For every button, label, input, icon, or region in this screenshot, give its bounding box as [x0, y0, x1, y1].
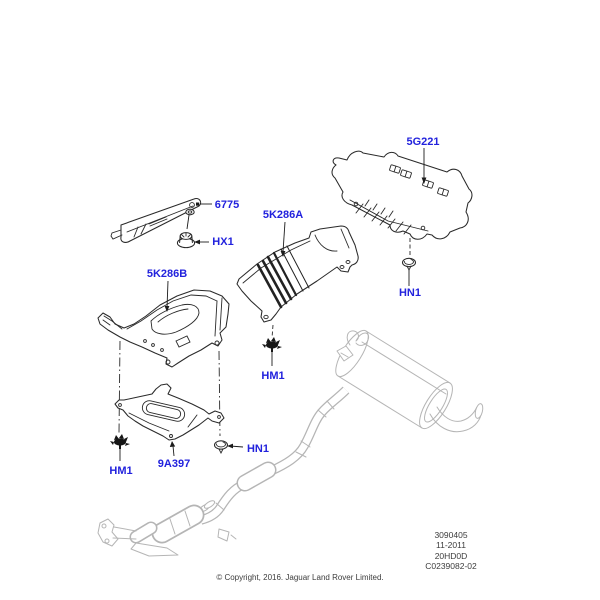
copyright-notice: © Copyright, 2016. Jaguar Land Rover Lim…	[216, 573, 384, 582]
fastener-hx1	[176, 232, 209, 249]
part-label-5k286b[interactable]: 5K286B	[146, 268, 188, 280]
part-label-9a397[interactable]: 9A397	[157, 458, 191, 470]
bracket-6775	[110, 198, 212, 243]
part-label-hm1-center[interactable]: HM1	[261, 370, 285, 382]
part-label-5g221[interactable]: 5G221	[406, 136, 440, 148]
heat-shield-9a397	[114, 383, 225, 457]
figure-date: 11-2011	[436, 540, 466, 551]
fastener-hn1-top	[401, 238, 417, 286]
heat-shield-5g221	[331, 150, 473, 240]
alignment-line-left	[118, 340, 121, 434]
part-label-5k286a[interactable]: 5K286A	[262, 209, 304, 221]
part-label-hm1-left[interactable]: HM1	[109, 465, 133, 477]
figure-info-block: 3090405 11-2011 20HD0D C0239082-02	[406, 530, 496, 572]
fastener-hm1-left	[110, 434, 130, 461]
heat-shield-5k286b	[97, 280, 230, 368]
figure-number: 3090405	[434, 530, 468, 540]
figure-model-code: 20HD0D	[434, 550, 468, 561]
fastener-hm1-center	[262, 324, 282, 366]
leader-5g221	[421, 148, 427, 184]
figure-drawing-ref: C0239082-02	[425, 561, 477, 572]
exhaust-system-reference	[97, 329, 484, 557]
part-label-hx1[interactable]: HX1	[212, 236, 234, 248]
heat-shield-5k286a	[236, 221, 359, 323]
fastener-hn1-bottom	[213, 440, 244, 455]
part-label-hn1-bottom[interactable]: HN1	[246, 443, 270, 455]
part-label-hn1-top[interactable]: HN1	[398, 287, 422, 299]
part-label-6775[interactable]: 6775	[214, 199, 240, 211]
